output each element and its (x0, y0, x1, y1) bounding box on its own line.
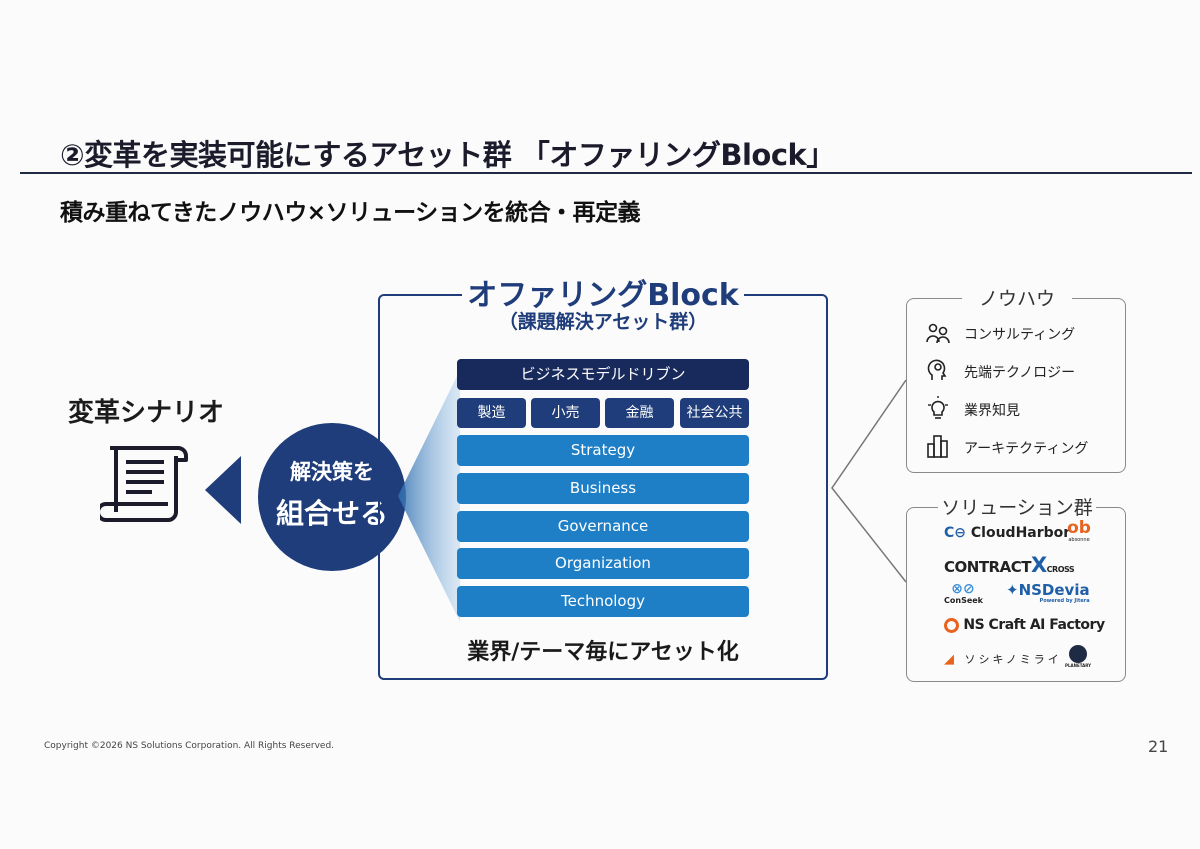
page-title: ②変革を実装可能にするアセット群 「オファリングBlock」 (60, 138, 835, 172)
knowhow-label: アーキテクティング (964, 441, 1089, 457)
layer-strategy: Strategy (457, 435, 749, 466)
soshikinomirai-mark-icon: ◢ (944, 652, 954, 667)
page-number: 21 (1148, 737, 1169, 756)
layer-organization: Organization (457, 548, 749, 579)
knowhow-title: ノウハウ (962, 284, 1072, 311)
left-arrow-icon (205, 456, 241, 524)
cloudharbor-icon: C⊖ (944, 525, 967, 541)
offering-block-title: オファリングBlock (462, 270, 744, 314)
lightbulb-icon (924, 396, 952, 424)
planetary-globe-icon (1069, 645, 1087, 663)
conseek-icon: ⊗⊘ (951, 581, 975, 597)
cloudharbor-logo: C⊖ CloudHarbor (944, 525, 1071, 541)
industry-manufacturing: 製造 (457, 398, 526, 428)
contract-cross-logo: CONTRACTXCROSS (944, 553, 1075, 577)
layer-technology: Technology (457, 586, 749, 617)
offering-block-subtitle: （課題解決アセット群） (498, 311, 708, 333)
nsdevia-icon: ✦ (1006, 581, 1019, 599)
knowhow-item-consulting: コンサルティング (924, 320, 1075, 348)
scroll-icon (96, 440, 192, 532)
nscraft-ring-icon (944, 617, 959, 633)
nsdevia-logo: ✦NSDevia Powered by Jitera (1006, 581, 1090, 604)
absonne-logo: ob absonne (1062, 518, 1096, 544)
knowhow-label: コンサルティング (964, 327, 1076, 343)
title-underline (20, 172, 1192, 174)
scenario-label: 変革シナリオ (68, 398, 225, 428)
conseek-logo: ⊗⊘ ConSeek (944, 581, 983, 605)
knowhow-label: 業界知見 (964, 403, 1020, 419)
industry-public: 社会公共 (680, 398, 749, 428)
copyright-text: Copyright ©2026 NS Solutions Corporation… (44, 741, 335, 751)
industry-retail: 小売 (531, 398, 600, 428)
planetary-logo: PLANETARY (1060, 645, 1096, 668)
circle-line-1: 解決策を (290, 460, 374, 484)
page-subtitle: 積み重ねてきたノウハウ×ソリューションを統合・再定義 (60, 200, 641, 226)
business-model-driven-bar: ビジネスモデルドリブン (457, 359, 749, 390)
knowhow-item-architecting: アーキテクティング (924, 434, 1088, 462)
knowhow-item-technology: 先端テクノロジー (924, 358, 1075, 386)
solutions-title: ソリューション群 (938, 493, 1096, 520)
layer-business: Business (457, 473, 749, 504)
people-icon (924, 320, 952, 348)
spotlight-beam (398, 370, 460, 626)
knowhow-label: 先端テクノロジー (964, 365, 1076, 381)
soshikinomirai-logo: ◢ ソシキノミライ (944, 652, 1062, 667)
absonne-mark: ob (1067, 518, 1091, 538)
nscraft-logo: NS Craft AI Factory (944, 617, 1105, 633)
connector-lines (828, 360, 908, 594)
industry-finance: 金融 (605, 398, 674, 428)
knowhow-item-industry: 業界知見 (924, 396, 1020, 424)
circle-line-2: 組合せる (275, 497, 388, 530)
combine-solutions-circle: 解決策を 組合せる (258, 423, 406, 571)
buildings-icon (924, 434, 952, 462)
layer-governance: Governance (457, 511, 749, 542)
offering-block-footer: 業界/テーマ毎にアセット化 (467, 640, 739, 665)
head-gear-icon (924, 358, 952, 386)
